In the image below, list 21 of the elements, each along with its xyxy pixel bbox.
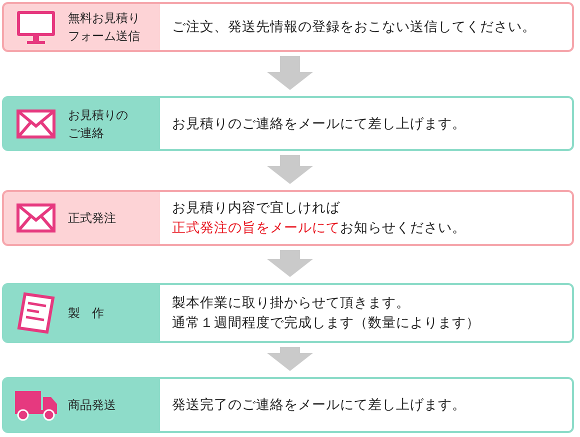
step-description: お見積りのご連絡をメールにて差し上げます。: [172, 114, 466, 134]
step-title: お見積りのご連絡: [68, 106, 129, 142]
down-arrow: [267, 250, 313, 277]
step-description: 発送完了のご連絡をメールにて差し上げます。: [172, 396, 466, 415]
step-box: [2, 283, 574, 343]
step-box: [2, 377, 574, 433]
step-title: 正式発注: [68, 210, 117, 227]
step-title: 無料お見積りフォーム送信: [68, 10, 141, 45]
step-title: 商品発送: [68, 397, 117, 414]
step-box: [2, 190, 574, 246]
down-arrow: [267, 155, 313, 184]
step-description: 正式発注の旨をメールにてお知らせください。: [172, 219, 466, 238]
step-title: 製 作: [68, 305, 105, 322]
step-description: 製本作業に取り掛からせて頂きます。: [172, 294, 410, 313]
step-box: [2, 96, 574, 151]
down-arrow: [267, 56, 313, 90]
step-description: 通常１週間程度で完成します（数量によります）: [172, 314, 480, 333]
down-arrow: [267, 347, 313, 371]
step-box: [2, 2, 574, 52]
step-description: ご注文、発送先情報の登録をおこない送信してください。: [172, 18, 536, 37]
step-description: お見積り内容で宜しければ: [172, 199, 340, 218]
